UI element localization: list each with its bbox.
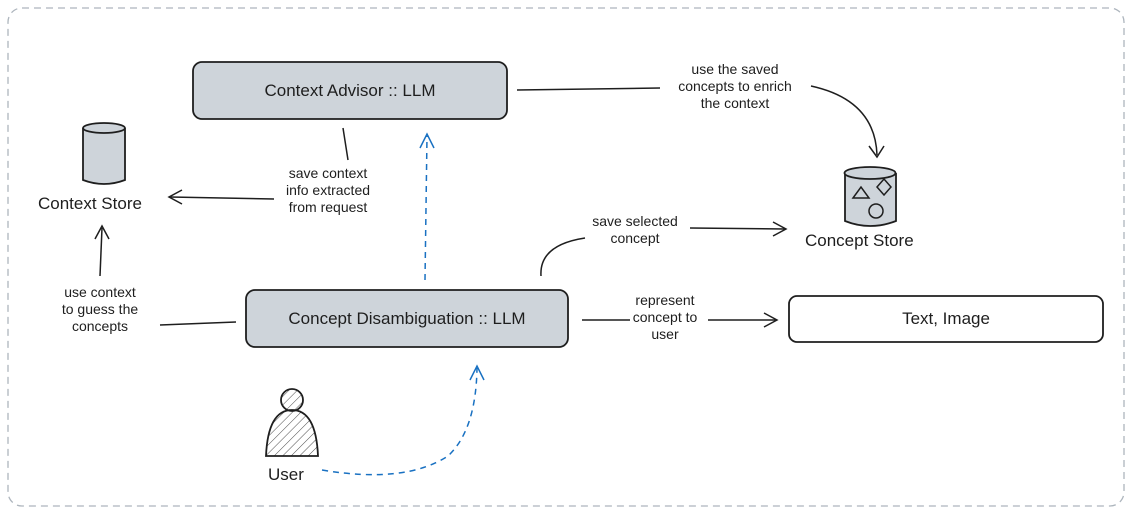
- outer-frame: [7, 7, 1125, 507]
- triangle-icon: [851, 185, 871, 199]
- arrow-disambiguation-to-advisor: [419, 132, 435, 281]
- diamond-icon: [876, 177, 892, 197]
- arrow-advisor-to-concept-store: [516, 85, 885, 159]
- user-label: User: [268, 465, 304, 484]
- text-image-box[interactable]: [788, 295, 1104, 343]
- context-advisor-label: Context Advisor :: LLM: [264, 80, 436, 100]
- arrow-disambiguation-to-text-image: [582, 312, 779, 328]
- edge-label-save-selected-concept: save selected concept: [592, 213, 678, 246]
- user-icon[interactable]: [265, 388, 319, 457]
- concept-disambiguation-box[interactable]: [245, 289, 569, 348]
- edge-label-save-context-info: save context info extracted from request: [285, 165, 371, 215]
- arrow-guess-to-context-store: [94, 224, 237, 326]
- arrow-disambiguation-to-concept-store: [540, 221, 788, 277]
- context-store-label: Context Store: [38, 194, 142, 213]
- arrow-advisor-to-context-store: [167, 127, 349, 205]
- circle-icon: [868, 203, 884, 219]
- text-image-label: Text, Image: [902, 309, 990, 328]
- context-store-cylinder-icon[interactable]: [82, 122, 126, 185]
- concept-store-cylinder-icon[interactable]: [843, 166, 897, 227]
- edge-label-represent-concept: represent concept to user: [632, 292, 698, 342]
- concept-disambiguation-label: Concept Disambiguation :: LLM: [288, 308, 526, 328]
- arrow-user-to-disambiguation: [321, 364, 485, 476]
- edge-label-use-saved-concepts: use the saved concepts to enrich the con…: [678, 61, 792, 111]
- concept-store-label: Concept Store: [805, 231, 914, 250]
- edge-label-use-context-guess: use context to guess the concepts: [61, 284, 139, 334]
- context-advisor-box[interactable]: [192, 61, 508, 120]
